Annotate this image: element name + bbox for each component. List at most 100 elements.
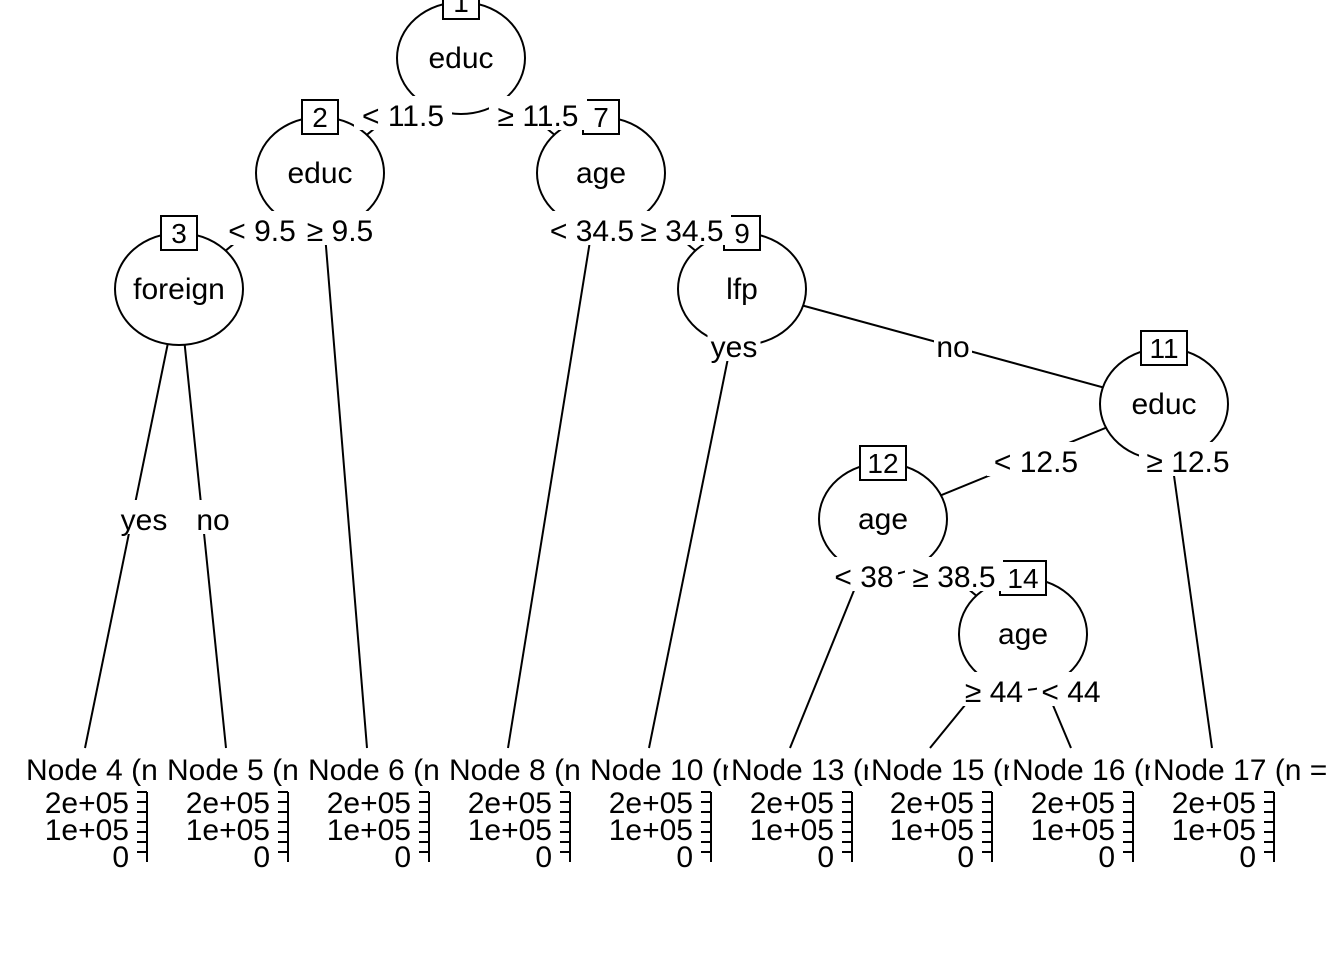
split-variable-label: educ bbox=[428, 42, 493, 75]
node-id-label: 11 bbox=[1149, 333, 1178, 364]
split-condition-label: ≥ 34.5 bbox=[640, 215, 723, 248]
terminal-node-title: Node 8 (n bbox=[449, 754, 581, 787]
split-condition-label: < 34.5 bbox=[550, 215, 634, 248]
edge-label-bg bbox=[354, 96, 452, 130]
split-condition-label: < 12.5 bbox=[994, 446, 1078, 479]
node-id-box bbox=[301, 99, 339, 135]
inner-node-9: lfp 9 bbox=[677, 215, 807, 346]
split-condition-label: ≥ 9.5 bbox=[307, 215, 374, 248]
axis-tick-label: 0 bbox=[676, 841, 693, 874]
axis-tick-label: 0 bbox=[817, 841, 834, 874]
axis-tick-label: 1e+05 bbox=[609, 814, 693, 847]
axis-tick-label: 1e+05 bbox=[468, 814, 552, 847]
split-condition-label: < 38 bbox=[834, 561, 893, 594]
node-id-label: 2 bbox=[312, 102, 328, 133]
node-id-label: 9 bbox=[734, 218, 750, 249]
edge-label-1-2: < 11.5 bbox=[354, 96, 452, 133]
edge-label-bg bbox=[1037, 672, 1105, 706]
edge-label-2-3: < 9.5 bbox=[220, 211, 304, 248]
edge-label-bg bbox=[1139, 442, 1237, 476]
node-id-label: 7 bbox=[593, 102, 609, 133]
axis-tick-label: 2e+05 bbox=[45, 787, 129, 820]
split-variable-label: age bbox=[858, 503, 908, 536]
split-variable-label: age bbox=[576, 157, 626, 190]
axis-tick-label: 2e+05 bbox=[890, 787, 974, 820]
split-condition-label: ≥ 38.5 bbox=[912, 561, 995, 594]
axis-tick-label: 0 bbox=[1098, 841, 1115, 874]
inner-node-11: educ 11 bbox=[1099, 330, 1229, 461]
edge-label-bg bbox=[298, 211, 382, 245]
axis-tick-label: 0 bbox=[112, 841, 129, 874]
edge-label-bg bbox=[543, 211, 641, 245]
axis-tick-label: 0 bbox=[535, 841, 552, 874]
axis-tick-label: 1e+05 bbox=[890, 814, 974, 847]
edge-label-1-7: ≥ 11.5 bbox=[489, 96, 587, 133]
split-condition-label: no bbox=[196, 504, 229, 537]
axis-tick-label: 1e+05 bbox=[327, 814, 411, 847]
axis-tick-label: 2e+05 bbox=[609, 787, 693, 820]
axis-tick-label: 1e+05 bbox=[1172, 814, 1256, 847]
axis-tick-label: 1e+05 bbox=[750, 814, 834, 847]
node-id-box bbox=[442, 0, 480, 20]
split-condition-label: ≥ 11.5 bbox=[498, 100, 579, 133]
axis-tick-label: 1e+05 bbox=[45, 814, 129, 847]
axis-tick-label: 2e+05 bbox=[750, 787, 834, 820]
edge-label-7-9: ≥ 34.5 bbox=[633, 211, 731, 248]
edge-2-6 bbox=[319, 172, 368, 749]
split-condition-label: yes bbox=[121, 504, 168, 537]
edge-label-bg bbox=[960, 672, 1028, 706]
edge-label-bg bbox=[489, 96, 587, 130]
edge-label-bg bbox=[220, 211, 304, 245]
node-id-box bbox=[160, 215, 198, 251]
split-condition-label: < 9.5 bbox=[228, 215, 296, 248]
terminal-node-title: Node 4 (n bbox=[26, 754, 158, 787]
edge-label-9-11: no bbox=[934, 327, 972, 364]
inner-node-7: age 7 bbox=[536, 99, 666, 230]
edge-label-7-8: < 34.5 bbox=[543, 211, 641, 248]
edge-label-3-4: yes bbox=[117, 500, 171, 537]
split-condition-label: < 44 bbox=[1041, 676, 1100, 709]
terminal-node-title: Node 6 (n bbox=[308, 754, 440, 787]
node-id-box bbox=[859, 445, 907, 481]
terminal-node-title: Node 16 (n bbox=[1012, 754, 1160, 787]
edge-label-14-15: ≥ 44 bbox=[960, 672, 1028, 709]
terminal-node-title: Node 5 (n bbox=[167, 754, 299, 787]
axis-tick-label: 2e+05 bbox=[1172, 787, 1256, 820]
terminal-title-bg bbox=[23, 752, 177, 786]
edge-label-2-6: ≥ 9.5 bbox=[298, 211, 382, 248]
edge-label-12-13: < 38 bbox=[830, 557, 898, 594]
edge-label-14-16: < 44 bbox=[1037, 672, 1105, 709]
edge-label-bg bbox=[830, 557, 898, 591]
node-id-label: 3 bbox=[171, 218, 187, 249]
edge-label-3-5: no bbox=[194, 500, 232, 537]
inner-node-3: foreign 3 bbox=[114, 215, 244, 346]
edge-label-bg bbox=[934, 327, 972, 361]
edge-label-bg bbox=[194, 500, 232, 534]
edge-label-bg bbox=[987, 442, 1085, 476]
node-id-label: 1 bbox=[453, 0, 469, 18]
axis-tick-label: 2e+05 bbox=[327, 787, 411, 820]
inner-nodes: educ1educ2foreign3age7lfp9educ11age12age… bbox=[114, 0, 1229, 691]
terminal-node-title: Node 17 (n = bbox=[1153, 754, 1327, 787]
node-id-box bbox=[582, 99, 620, 135]
axis-tick-label: 2e+05 bbox=[1031, 787, 1115, 820]
terminal-node-title: Node 10 (n bbox=[590, 754, 738, 787]
edge-7-8 bbox=[507, 172, 602, 749]
axis-tick-label: 1e+05 bbox=[186, 814, 270, 847]
split-condition-label: ≥ 44 bbox=[965, 676, 1023, 709]
split-variable-label: foreign bbox=[133, 273, 225, 306]
inner-node-1: educ 1 bbox=[396, 0, 526, 115]
split-variable-label: lfp bbox=[726, 273, 758, 306]
split-condition-label: yes bbox=[711, 331, 758, 364]
split-variable-label: educ bbox=[1131, 388, 1196, 421]
split-condition-label: no bbox=[936, 331, 969, 364]
